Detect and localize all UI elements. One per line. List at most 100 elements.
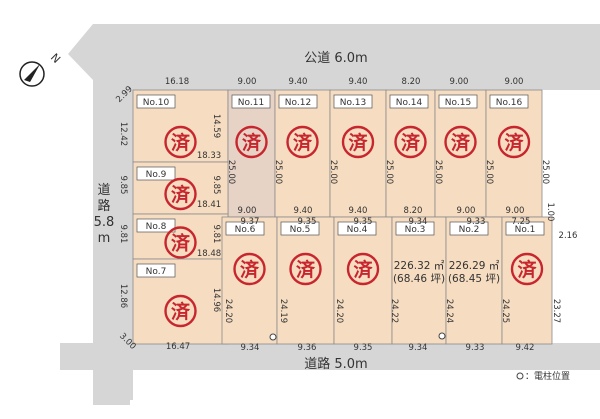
lot-no6: No.6済	[221, 216, 278, 345]
sold-mark: 済	[517, 258, 537, 281]
road-left-label-3: 5.8	[94, 215, 115, 230]
lot-number: No.12	[285, 98, 311, 108]
lot-number: No.1	[515, 225, 536, 235]
lot-no16: No.16済	[485, 89, 543, 218]
lot-number-box	[278, 94, 318, 109]
utility-pole-icon	[438, 332, 446, 340]
lot-number: No.8	[146, 222, 167, 232]
sold-mark: 済	[171, 131, 191, 154]
sold-mark: 済	[242, 131, 262, 154]
sold-stamp-icon	[164, 177, 197, 211]
sold-stamp-icon	[444, 125, 477, 159]
lot-no11: No.11 済	[227, 89, 276, 218]
lot-number: No.3	[405, 225, 426, 235]
sold-stamp-icon	[233, 252, 266, 286]
lot-number: No.5	[290, 225, 311, 235]
lot-no1: No.1 済	[501, 216, 553, 345]
sold-stamp-icon	[394, 125, 427, 159]
dimension-label: 25.00	[540, 160, 550, 184]
dimension-label: 9.35	[298, 217, 317, 227]
sold-mark: 済	[348, 131, 368, 154]
sold-stamp-icon	[164, 125, 197, 159]
dimension-label: 9.33	[467, 217, 486, 227]
dimension-label: 9.00	[457, 206, 476, 216]
lot-no10: No.10 済	[132, 89, 229, 163]
lot-parcel	[276, 216, 335, 345]
dimension-label: 9.85	[211, 176, 221, 195]
dimension-label: 25.00	[433, 160, 443, 184]
utility-pole-icon	[516, 372, 524, 380]
dimension-label: 9.00	[505, 77, 524, 87]
legend-text: ：電柱位置	[525, 370, 570, 382]
dimension-label: 25.00	[384, 160, 394, 184]
road-top-label: 公道 6.0m	[304, 51, 367, 66]
lot-number: No.10	[143, 98, 170, 108]
dimension-label: 9.00	[506, 206, 525, 216]
dimension-label: 24.24	[444, 299, 454, 323]
lot-number-box	[225, 221, 265, 236]
dimension-label: 24.20	[334, 299, 344, 323]
lot-number-box	[438, 94, 478, 109]
dimension-label: 25.00	[273, 160, 283, 184]
road-left-label-1: 道	[97, 183, 110, 198]
dimension-label: 23.27	[551, 299, 561, 323]
sold-mark: 済	[353, 258, 373, 281]
lot-parcel	[501, 216, 553, 345]
sold-mark: 済	[171, 232, 191, 255]
lot-number-box	[333, 94, 373, 109]
dimension-label: 12.86	[118, 284, 128, 308]
sold-stamp-icon	[286, 125, 319, 159]
dimension-label: 9.00	[450, 77, 469, 87]
lot-parcel	[485, 89, 543, 218]
dimension-label: 9.40	[349, 206, 368, 216]
lot-no13: No.13済	[329, 89, 387, 218]
dimension-label: 9.33	[466, 343, 485, 353]
lot-no15: No.15済	[434, 89, 487, 218]
dimension-label: 24.25	[500, 299, 510, 323]
sold-mark: 済	[240, 258, 260, 281]
utility-pole-icon	[269, 333, 277, 341]
dimension-label: 2.16	[559, 231, 578, 241]
road-top	[93, 24, 600, 110]
dimension-label: 9.81	[118, 225, 128, 244]
compass: N	[19, 51, 63, 87]
lot-number-box	[389, 94, 429, 109]
lot-area-sqm: 226.29 ㎡	[449, 260, 500, 272]
dimension-label: 9.85	[118, 176, 128, 195]
lot-number: No.16	[496, 98, 523, 108]
dimension-label: 25.00	[484, 160, 494, 184]
dimension-label: 24.19	[278, 299, 288, 323]
dimension-label: 14.96	[211, 288, 221, 312]
dimension-label: 9.00	[238, 77, 257, 87]
lot-number-box	[136, 218, 176, 233]
dimension-label: 9.35	[354, 343, 373, 353]
lot-number-box	[231, 94, 271, 109]
dimension-label: 7.25	[512, 217, 531, 227]
lot-area-tsubo: (68.46 坪)	[393, 272, 445, 285]
compass-north-label: N	[48, 51, 63, 66]
dimension-label: 9.40	[294, 206, 313, 216]
dimension-label: 12.42	[118, 122, 128, 146]
lot-parcel	[329, 89, 387, 218]
lot-no4: No.4済	[333, 216, 393, 345]
sold-stamp-icon	[510, 252, 544, 286]
lot-parcel	[434, 89, 487, 218]
dimension-label: 9.34	[241, 343, 260, 353]
road-left	[68, 24, 133, 400]
lot-number-box	[337, 221, 377, 236]
lot-number: No.14	[396, 98, 423, 108]
dimension-label: 9.37	[241, 217, 260, 227]
lot-number: No.2	[459, 225, 480, 235]
dimension-label: 9.42	[516, 343, 535, 353]
lot-number-box	[489, 94, 529, 109]
dimension-label: 24.20	[223, 299, 233, 323]
lot-no8: No.8 済	[132, 213, 229, 260]
dimension-label: 9.40	[349, 77, 368, 87]
lot-no14: No.14済	[385, 89, 436, 218]
sold-stamp-icon	[164, 294, 197, 328]
sold-stamp-icon	[346, 252, 380, 286]
sold-mark: 済	[171, 183, 191, 206]
lot-number: No.11	[238, 98, 264, 108]
dimension-label: 18.33	[197, 151, 221, 161]
